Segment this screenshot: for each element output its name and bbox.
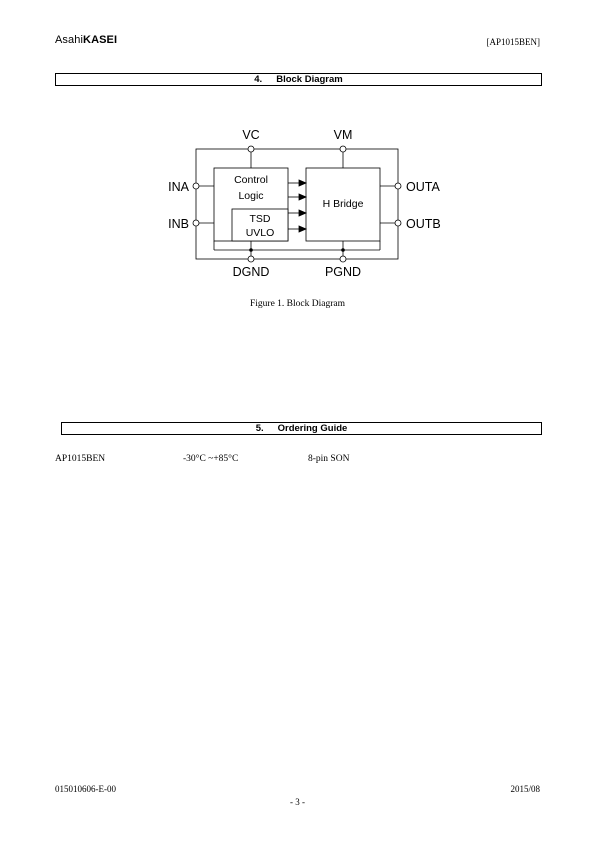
ina-pin	[192, 182, 200, 190]
uvlo-label: UVLO	[246, 227, 275, 239]
vc-pin	[247, 145, 255, 153]
outa-pin	[394, 182, 402, 190]
ina-label: INA	[168, 180, 190, 194]
footer-date: 2015/08	[510, 784, 540, 794]
pgnd-pin	[339, 255, 347, 263]
h-bridge-label: H Bridge	[323, 198, 364, 210]
outa-label: OUTA	[406, 180, 440, 194]
section-4-number: 4.	[254, 74, 263, 85]
outb-label: OUTB	[406, 217, 441, 231]
section-5-number: 5.	[255, 423, 264, 434]
vm-pin	[339, 145, 347, 153]
figure-caption: Figure 1. Block Diagram	[250, 299, 345, 309]
logo-brand: KASEI	[83, 34, 118, 46]
control-signal-arrows	[288, 179, 308, 233]
dgnd-label: DGND	[233, 265, 270, 279]
vc-label: VC	[242, 128, 259, 142]
inb-pin	[192, 219, 200, 227]
control-logic-label-2: Logic	[238, 190, 263, 202]
section-5-heading: 5. Ordering Guide	[61, 422, 542, 435]
section-5-title: Ordering Guide	[277, 423, 348, 434]
ordering-part-number: AP1015BEN	[55, 454, 106, 464]
package-outline	[195, 148, 399, 260]
footer-document-code: 015010606-E-00	[55, 784, 116, 794]
section-4-heading: 4. Block Diagram	[55, 73, 542, 86]
tsd-uvlo-block	[231, 208, 289, 242]
control-logic-label-1: Control	[234, 174, 268, 186]
logo-prefix: Asahi	[55, 34, 84, 46]
section-4-title: Block Diagram	[276, 74, 343, 85]
vm-label: VM	[334, 128, 353, 142]
ordering-temperature-range: -30°C ~+85°C	[183, 454, 239, 464]
dgnd-pin	[247, 255, 255, 263]
ordering-package: 8-pin SON	[308, 454, 350, 464]
pgnd-label: PGND	[325, 265, 361, 279]
company-logo: AsahiKASEI	[55, 34, 117, 46]
tsd-label: TSD	[250, 213, 271, 225]
document-id: [AP1015BEN]	[486, 37, 541, 47]
inb-label: INB	[168, 217, 189, 231]
outb-pin	[394, 219, 402, 227]
block-diagram: VC VM INA INB OUTA OUTB DGND PGND Contro…	[168, 128, 441, 279]
footer-page-number: - 3 -	[290, 797, 305, 807]
